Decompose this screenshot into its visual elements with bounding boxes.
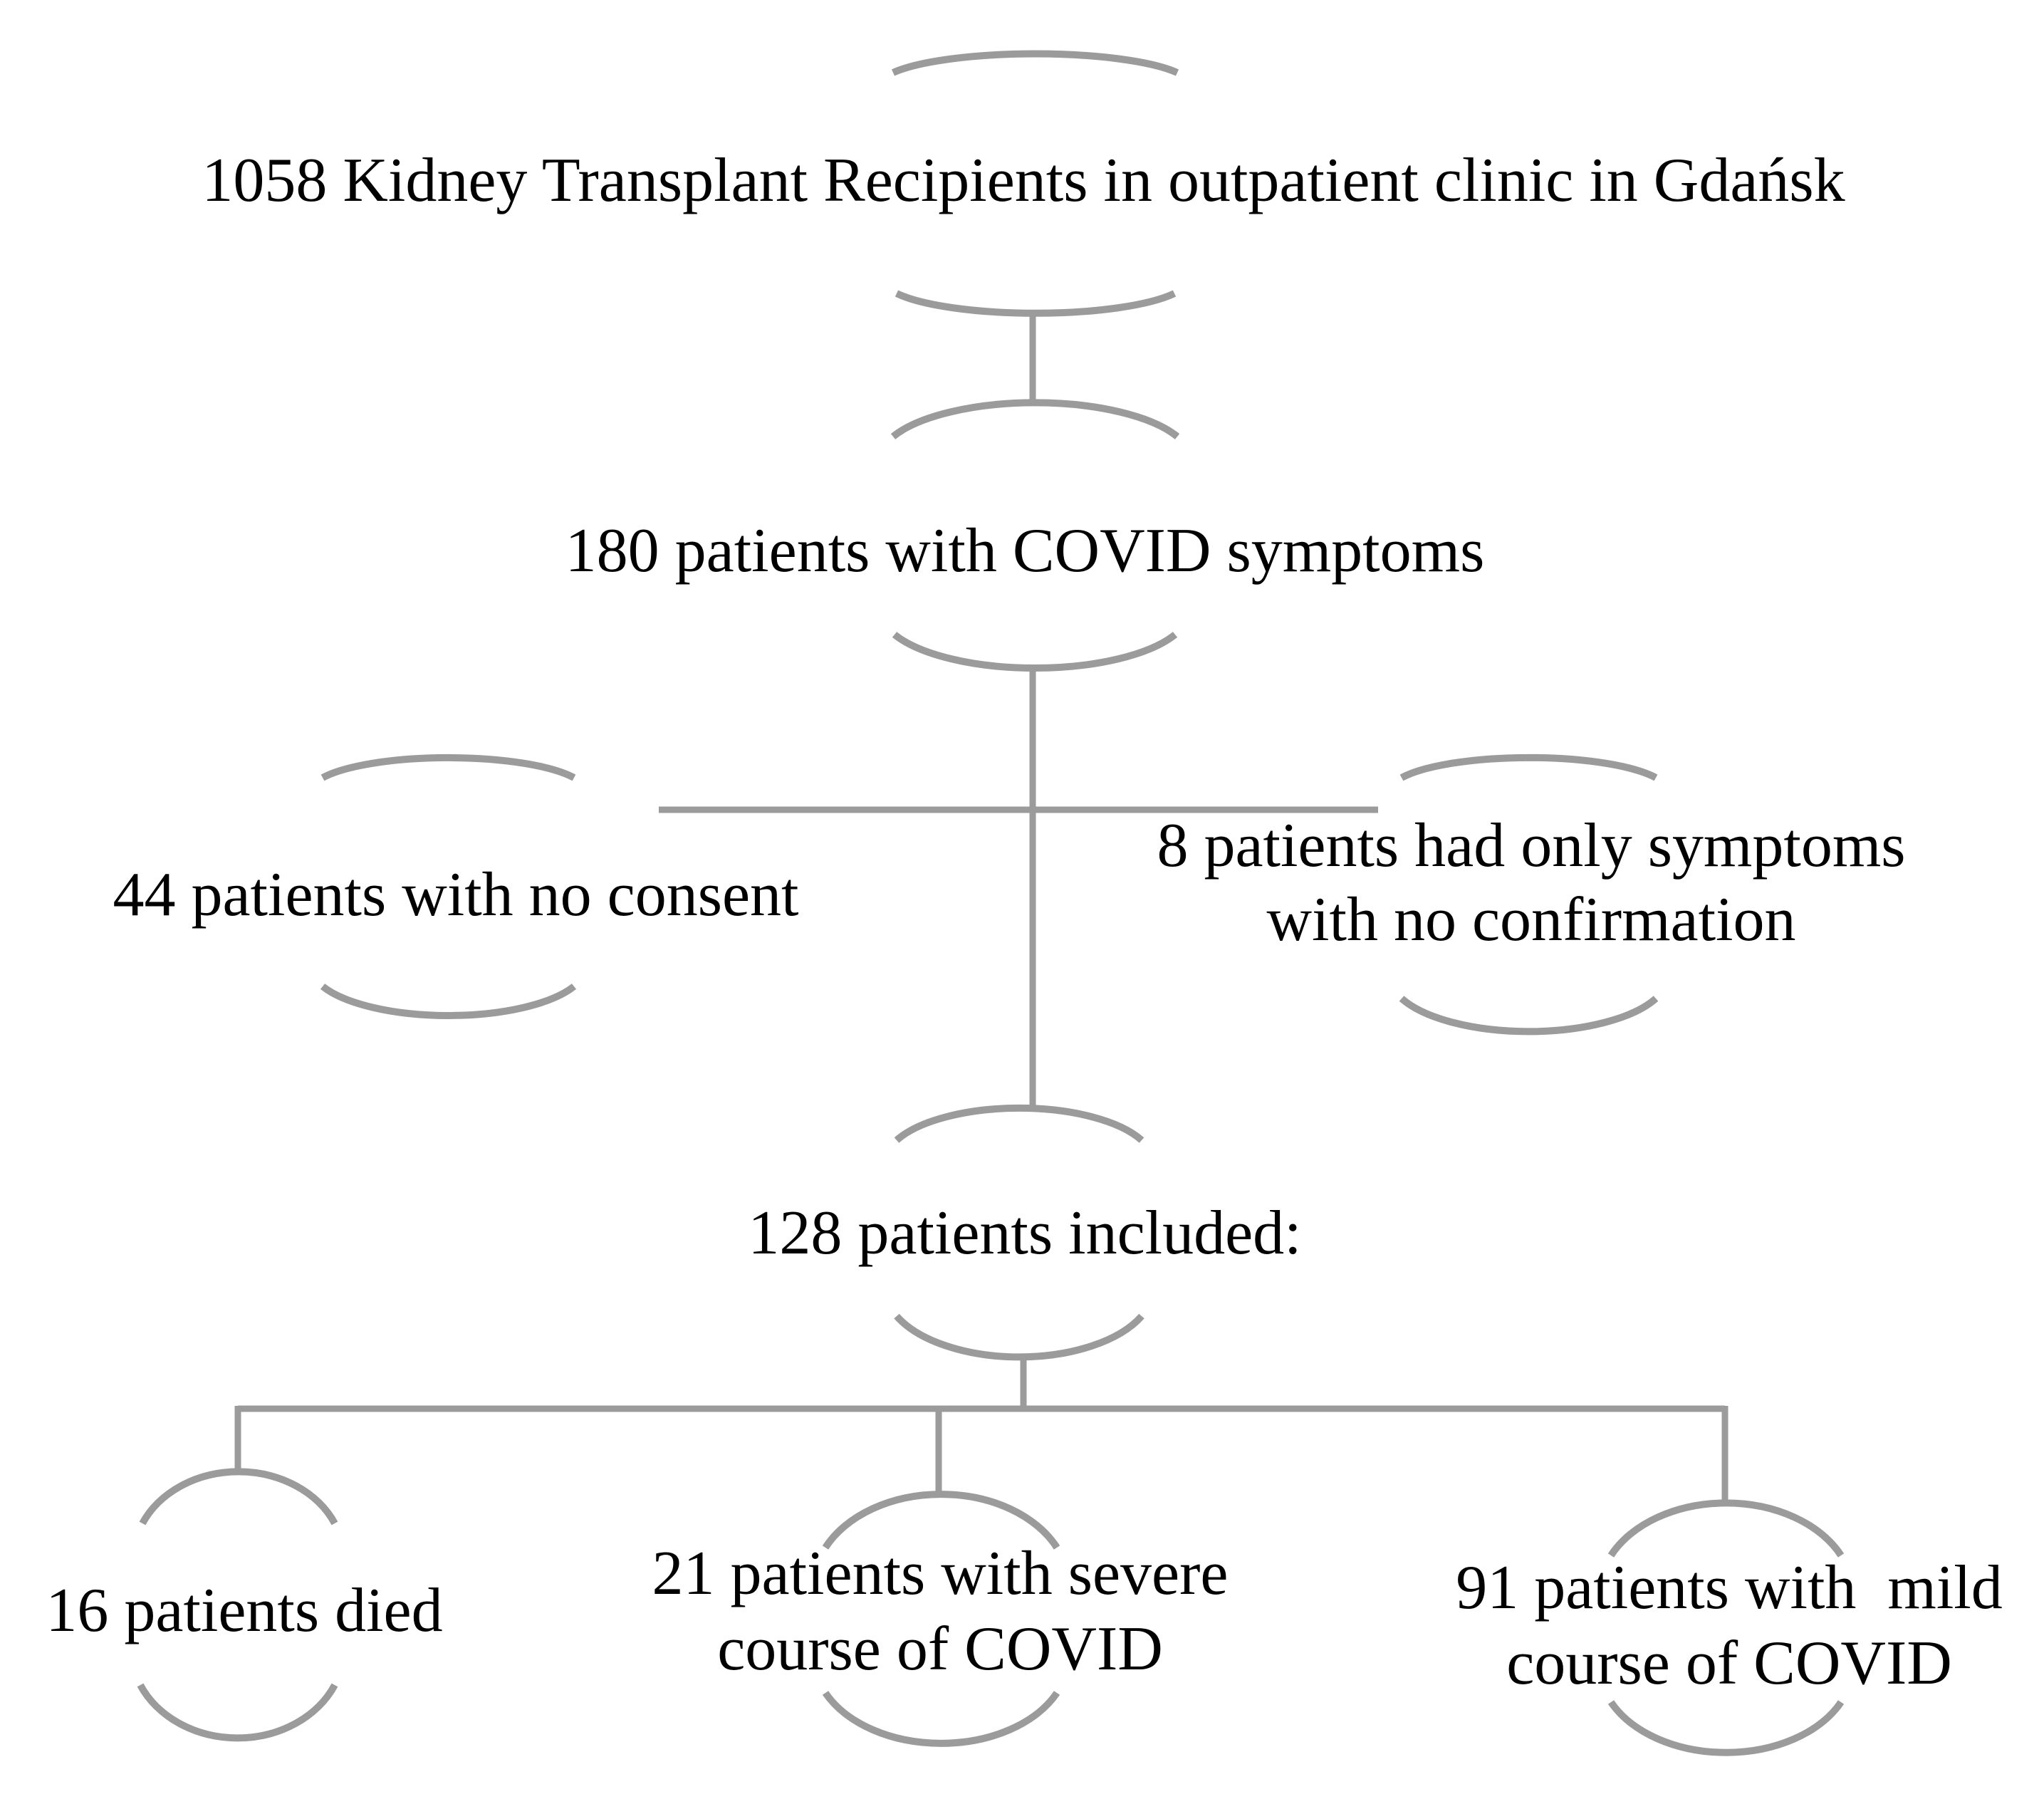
recipients-top-arc: [891, 50, 1179, 76]
no-confirmation-label-line2: with no confirmation: [1267, 885, 1796, 954]
no-consent-bottom-arc: [320, 984, 577, 1019]
no-consent-top-arc: [320, 754, 576, 781]
died-bottom-arc: [137, 1683, 338, 1742]
recipients-label: 1058 Kidney Transplant Recipients in out…: [202, 146, 1845, 215]
no-confirmation-top-arc: [1399, 754, 1658, 781]
included-label: 128 patients included:: [748, 1199, 1301, 1268]
no-consent-label: 44 patients with no consent: [113, 860, 799, 929]
no-confirmation-label-line1: 8 patients had only symptoms: [1157, 811, 1905, 880]
died-label: 16 patients died: [46, 1576, 442, 1645]
mild-label-line2: course of COVID: [1506, 1629, 1952, 1698]
severe-top-arc: [822, 1491, 1060, 1550]
recipients-bottom-arc: [895, 290, 1177, 317]
mild-top-arc: [1607, 1499, 1845, 1558]
node-died: 16 patients died: [46, 1468, 443, 1742]
symptoms-label: 180 patients with COVID symptoms: [565, 516, 1485, 585]
node-no-consent: 44 patients with no consent: [113, 754, 799, 1019]
no-confirmation-bottom-arc: [1399, 996, 1659, 1036]
severe-label-line1: 21 patients with severe: [652, 1539, 1229, 1608]
connectors: [234, 313, 1728, 1504]
included-bottom-arc: [894, 1313, 1144, 1361]
mild-bottom-arc: [1607, 1700, 1845, 1756]
severe-bottom-arc: [822, 1691, 1060, 1747]
node-mild: 91 patients with mild course of COVID: [1456, 1499, 2003, 1756]
included-top-arc: [894, 1104, 1144, 1143]
node-symptoms: 180 patients with COVID symptoms: [565, 399, 1485, 672]
node-no-confirmation: 8 patients had only symptoms with no con…: [1157, 754, 1906, 1036]
node-recipients: 1058 Kidney Transplant Recipients in out…: [202, 50, 1845, 317]
node-severe: 21 patients with severe course of COVID: [652, 1491, 1229, 1747]
symptoms-bottom-arc: [892, 632, 1178, 672]
died-top-arc: [139, 1468, 338, 1526]
node-included: 128 patients included:: [748, 1104, 1302, 1361]
severe-label-line2: course of COVID: [717, 1615, 1163, 1684]
symptoms-top-arc: [890, 399, 1180, 439]
mild-label-line1: 91 patients with mild: [1456, 1553, 2003, 1622]
